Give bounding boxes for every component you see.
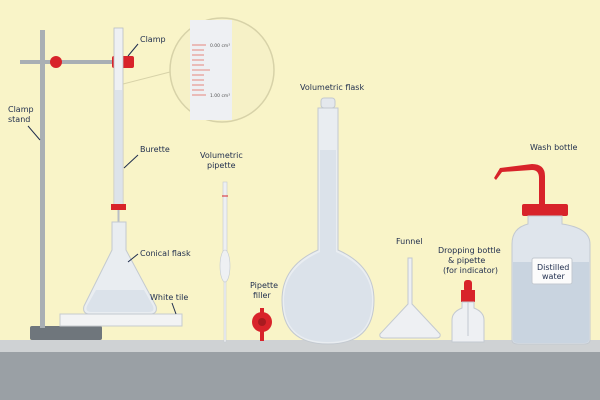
scale-bottom-label: 1.00 cm³ xyxy=(210,93,230,99)
pipette-filler-label: Pipette xyxy=(250,281,278,290)
volumetric-flask xyxy=(281,97,375,345)
pipette-filler-label-2: filler xyxy=(253,291,271,300)
distilled-water-text-2: water xyxy=(542,272,566,281)
dropping-bottle-label-2: & pipette xyxy=(448,256,485,265)
burette-label: Burette xyxy=(140,145,170,154)
bench-top xyxy=(0,340,600,352)
clamp-label: Clamp xyxy=(140,35,166,44)
pointer-line xyxy=(27,125,41,141)
volumetric-pipette xyxy=(219,181,231,343)
white-tile xyxy=(59,313,183,327)
dropping-bottle xyxy=(451,280,485,343)
dropping-bottle-label-3: (for indicator) xyxy=(443,266,498,275)
burette-scale-magnifier: 0.00 cm³ 1.00 cm³ xyxy=(122,17,275,123)
distilled-water-label-sticker xyxy=(531,257,573,285)
dropping-bottle-label: Dropping bottle xyxy=(438,246,501,255)
clamp-stand-label: Clamp xyxy=(8,105,34,114)
funnel xyxy=(379,257,441,339)
volumetric-pipette-label: Volumetric xyxy=(200,151,243,160)
wash-bottle xyxy=(494,164,591,345)
pipette-filler xyxy=(252,308,272,341)
funnel-label: Funnel xyxy=(396,237,423,246)
clamp-stand-label-2: stand xyxy=(8,115,30,124)
scale-top-label: 0.00 cm³ xyxy=(210,43,230,49)
conical-flask-label: Conical flask xyxy=(140,249,191,258)
volumetric-pipette-label-2: pipette xyxy=(207,161,236,170)
wash-bottle-label: Wash bottle xyxy=(530,143,578,152)
white-tile-label: White tile xyxy=(150,293,188,302)
distilled-water-text: Distilled xyxy=(537,263,569,272)
volumetric-flask-label: Volumetric flask xyxy=(300,83,364,92)
bench-front xyxy=(0,352,600,400)
